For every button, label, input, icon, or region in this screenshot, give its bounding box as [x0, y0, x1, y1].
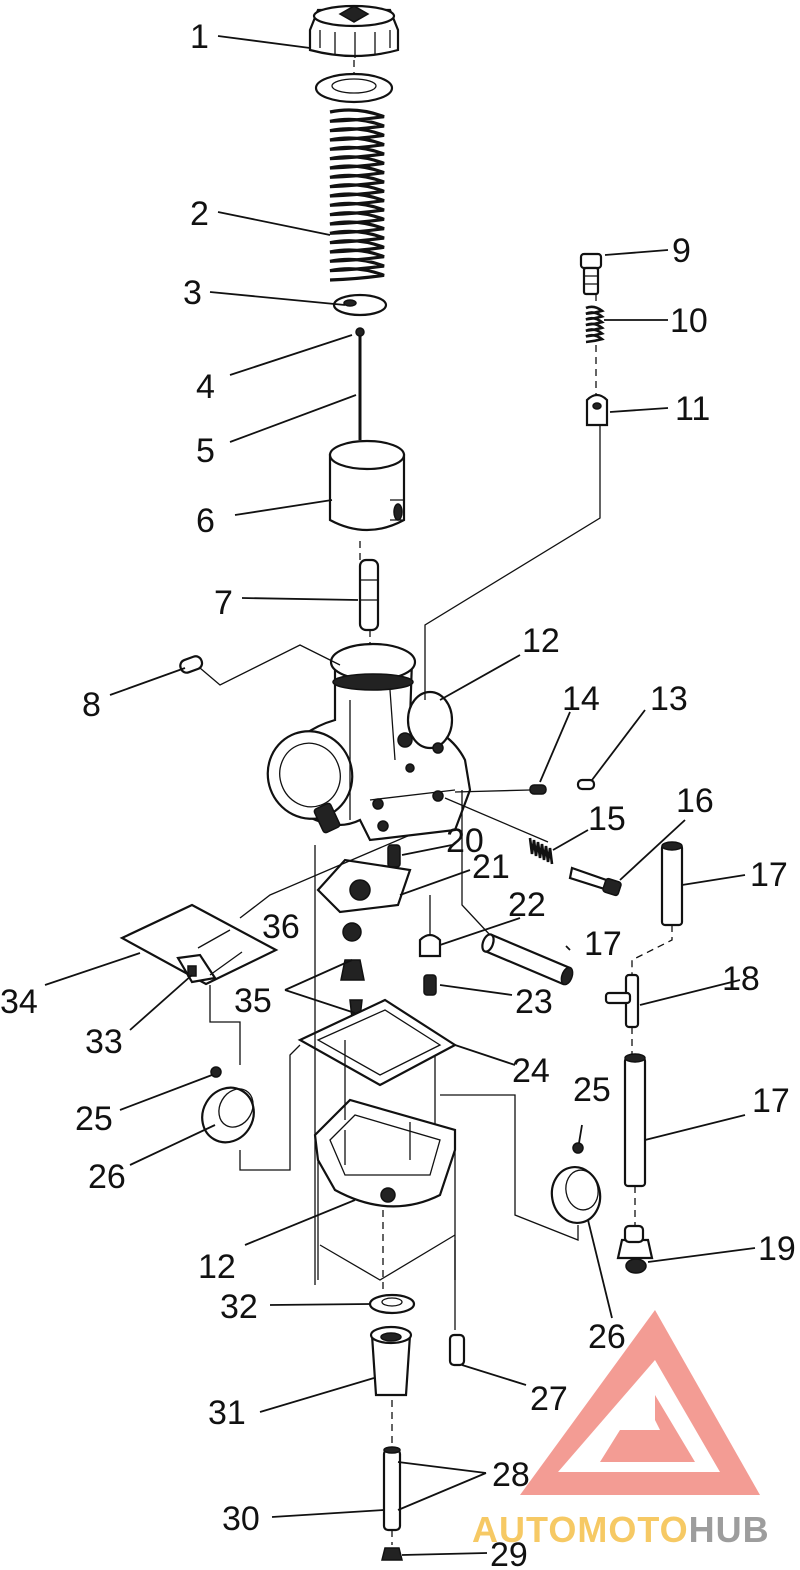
part-9-screw [579, 252, 603, 296]
callout-10: 10 [670, 302, 708, 340]
callout-36: 36 [262, 908, 300, 946]
callout-18: 18 [722, 960, 760, 998]
callout-32: 32 [220, 1288, 258, 1326]
part-carburetor-body [266, 642, 472, 842]
part-22-23-jets [418, 933, 442, 996]
part-29-nut [381, 1547, 403, 1561]
part-ring [314, 72, 394, 104]
callout-21: 21 [472, 848, 510, 886]
watermark-logo: AUTOMOTOHUB [472, 1310, 770, 1550]
callout-12-body: 12 [522, 622, 560, 660]
callout-15: 15 [588, 800, 626, 838]
callout-numbers: 1 2 3 4 5 6 7 8 9 10 11 12 13 14 15 16 1… [0, 18, 796, 1570]
callout-5: 5 [196, 432, 215, 470]
part-30-main-jet [382, 1446, 402, 1532]
callout-24: 24 [512, 1052, 550, 1090]
part-20-screw [387, 844, 401, 868]
part-13-14-small-parts [529, 778, 596, 795]
part-17-hose-upright [660, 841, 684, 927]
part-25-26-left [201, 1066, 255, 1144]
part-31-jet-holder [369, 1325, 413, 1397]
callout-9: 9 [672, 232, 691, 270]
part-27-screw [448, 1333, 466, 1367]
part-35-needle-valve [340, 922, 365, 1019]
part-24-bowl-gasket [297, 998, 458, 1087]
callout-28: 28 [492, 1456, 530, 1494]
callout-1: 1 [190, 18, 209, 56]
part-10-spring [585, 305, 605, 344]
callout-17-lower: 17 [752, 1082, 790, 1120]
callout-27: 27 [530, 1380, 568, 1418]
callout-20: 20 [446, 822, 484, 860]
callout-8: 8 [82, 686, 101, 724]
part-1-cap [308, 4, 400, 58]
part-16-screw [568, 866, 622, 897]
callout-26-right: 26 [588, 1318, 626, 1356]
callout-30: 30 [222, 1500, 260, 1538]
part-17-hose-angled [481, 933, 574, 986]
callout-13: 13 [650, 680, 688, 718]
part-7-jet-needle-holder [358, 558, 380, 632]
part-32-washer [368, 1293, 416, 1315]
callout-35: 35 [234, 982, 272, 1020]
callout-19: 19 [758, 1230, 796, 1268]
part-3-washer [332, 293, 388, 317]
callout-25-left: 25 [75, 1100, 113, 1138]
part-8-cap [179, 655, 204, 674]
part-12-float-bowl [313, 1098, 457, 1208]
part-11-jet [585, 393, 609, 427]
part-6-slide [328, 439, 406, 531]
callout-31: 31 [208, 1394, 246, 1432]
part-15-spring [528, 837, 554, 865]
callout-16: 16 [676, 782, 714, 820]
part-17-hose-lower [623, 1053, 647, 1188]
assembly-lines [199, 60, 673, 1545]
callout-17-upper: 17 [750, 856, 788, 894]
part-19-fitting [616, 1224, 654, 1274]
callout-3: 3 [183, 274, 202, 312]
callout-7: 7 [214, 584, 233, 622]
callout-22: 22 [508, 886, 546, 924]
callout-17-angled: 17 [584, 925, 622, 963]
callout-34: 34 [0, 983, 38, 1021]
callout-11: 11 [675, 390, 710, 428]
callout-25-right: 25 [573, 1071, 611, 1109]
part-5-needle [355, 327, 365, 440]
part-18-tee [604, 973, 640, 1029]
callout-2: 2 [190, 195, 209, 233]
part-25-26-right [550, 1142, 602, 1224]
leader-lines [44, 35, 756, 1556]
callout-26-left: 26 [88, 1158, 126, 1196]
callout-14: 14 [562, 680, 600, 718]
callout-33: 33 [85, 1023, 123, 1061]
callout-23: 23 [515, 983, 553, 1021]
part-34-33-float-and-pin [119, 903, 279, 986]
watermark-text: AUTOMOTOHUB [472, 1509, 770, 1550]
part-21-gasket [316, 858, 412, 914]
callout-29: 29 [490, 1536, 528, 1570]
callout-4: 4 [196, 368, 215, 406]
callout-6: 6 [196, 502, 215, 540]
callout-12-bowl: 12 [198, 1248, 236, 1286]
part-2-spring [329, 108, 385, 282]
